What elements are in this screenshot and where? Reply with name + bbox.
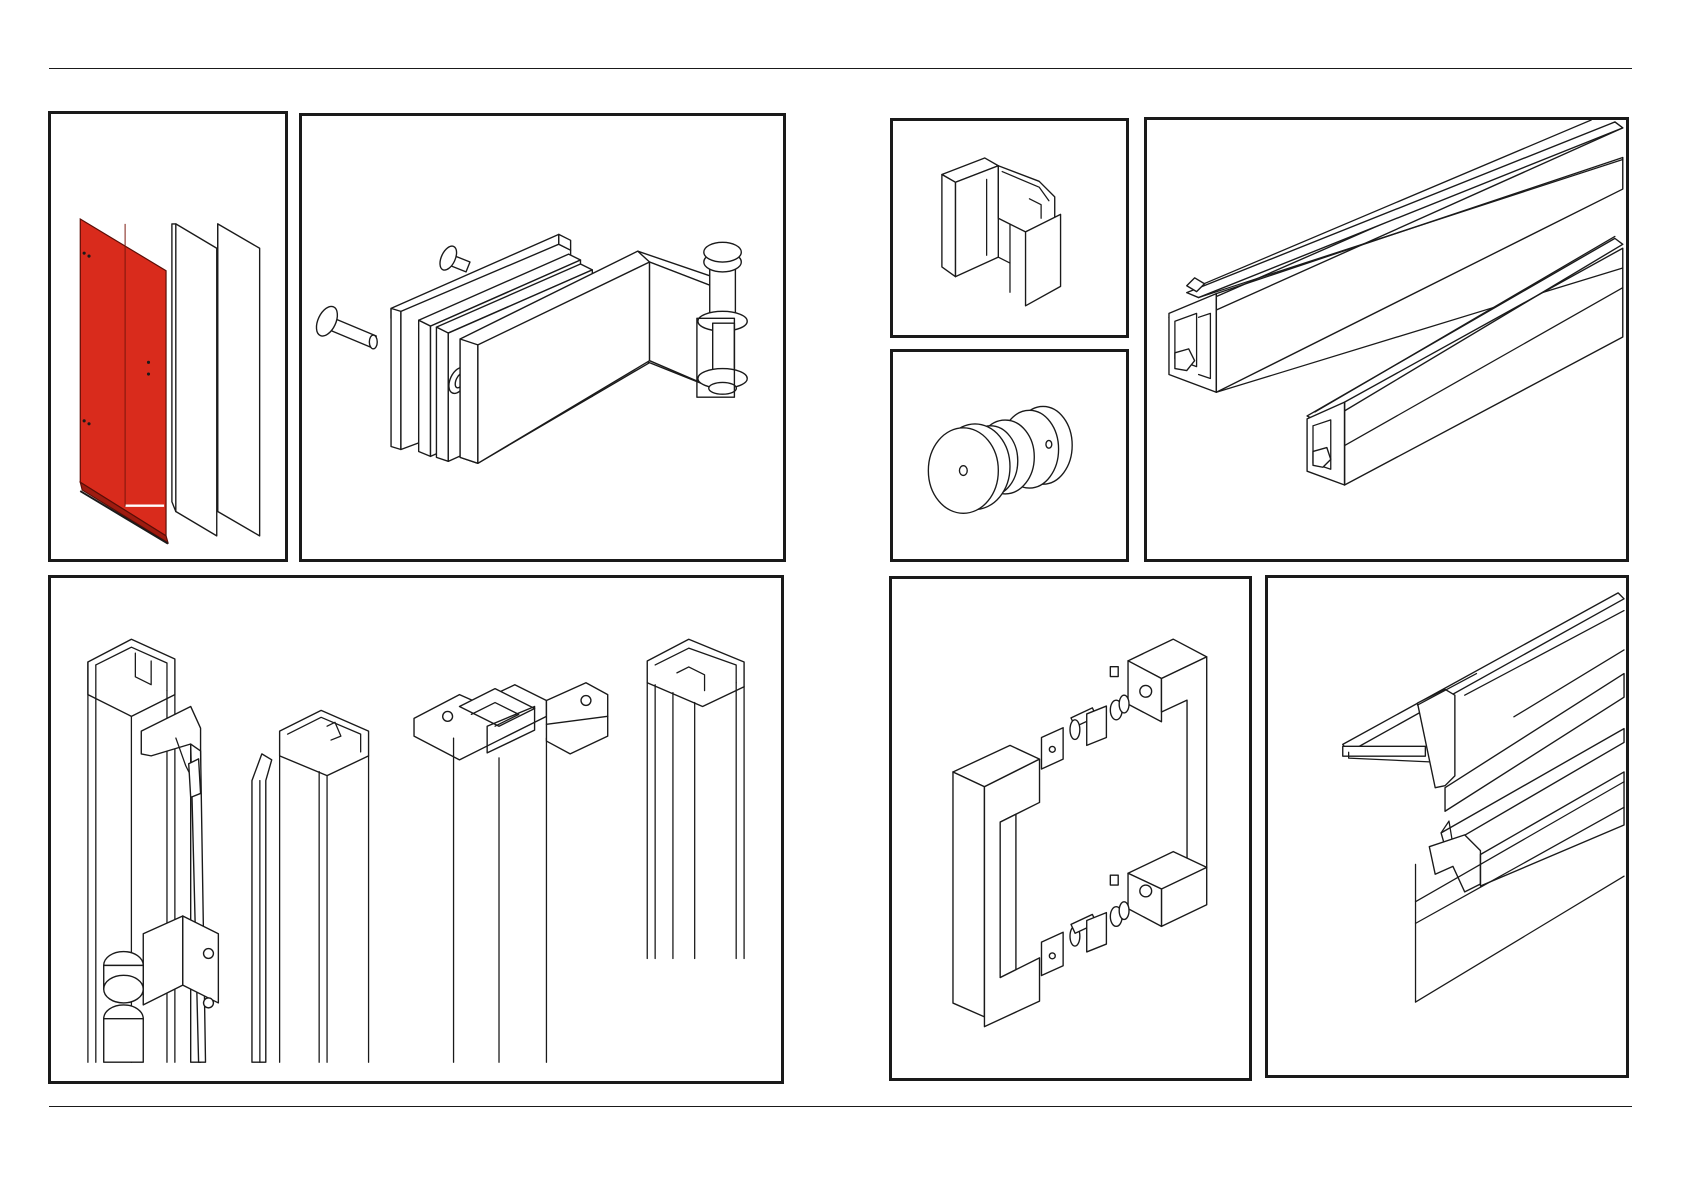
glass-hinge-illustration <box>302 116 783 559</box>
knob-panel <box>890 349 1129 562</box>
hole-dot <box>83 252 86 255</box>
upper-rail-profile <box>1343 593 1624 811</box>
sliding-track-profiles-panel <box>1144 117 1629 562</box>
fitting-set-lower <box>1041 875 1129 975</box>
upper-track-profile <box>1169 120 1623 392</box>
hole-dot <box>83 419 86 422</box>
fitting-set-upper <box>1041 667 1129 769</box>
pull-handle-front <box>953 745 1040 1026</box>
corner-post-profile <box>414 683 608 1062</box>
pull-handle-exploded-panel <box>889 576 1252 1081</box>
clear-glass-sheet-back <box>176 224 217 536</box>
channel-profile-panel <box>890 118 1129 338</box>
glass-hinge-exploded-panel <box>299 113 786 562</box>
wall-profile-short <box>647 639 744 958</box>
knob-illustration <box>893 352 1126 559</box>
header-rule <box>49 68 1632 69</box>
hinge-leaf-small <box>143 916 183 1005</box>
hinge-pivot <box>697 242 747 397</box>
hole-dot <box>87 255 90 258</box>
top-rail-profiles-panel <box>1265 575 1629 1078</box>
red-glass-sheet <box>80 219 166 536</box>
lower-track-profile <box>1307 236 1623 485</box>
hinge-post-profile <box>88 639 218 1062</box>
screw-top <box>437 244 470 273</box>
pull-handle-illustration <box>892 579 1249 1078</box>
glass-panel-exploded-panel <box>48 111 288 562</box>
clear-glass-sheet-rear <box>218 224 260 536</box>
footer-rule <box>49 1106 1632 1107</box>
channel-profile-illustration <box>893 121 1126 335</box>
vertical-profiles-illustration <box>51 578 781 1081</box>
hole-dot <box>87 422 90 425</box>
pull-handle-rear <box>1128 639 1207 926</box>
screw-left <box>312 303 377 349</box>
hole-dot <box>147 361 150 364</box>
hole-dot <box>147 372 150 375</box>
wall-channel-profile <box>252 710 369 1062</box>
sliding-track-illustration <box>1147 120 1626 559</box>
top-rail-illustration <box>1268 578 1626 1075</box>
vertical-profiles-panel <box>48 575 784 1084</box>
glass-panel-illustration <box>51 114 285 559</box>
clear-glass-sheet-edge <box>172 224 176 512</box>
